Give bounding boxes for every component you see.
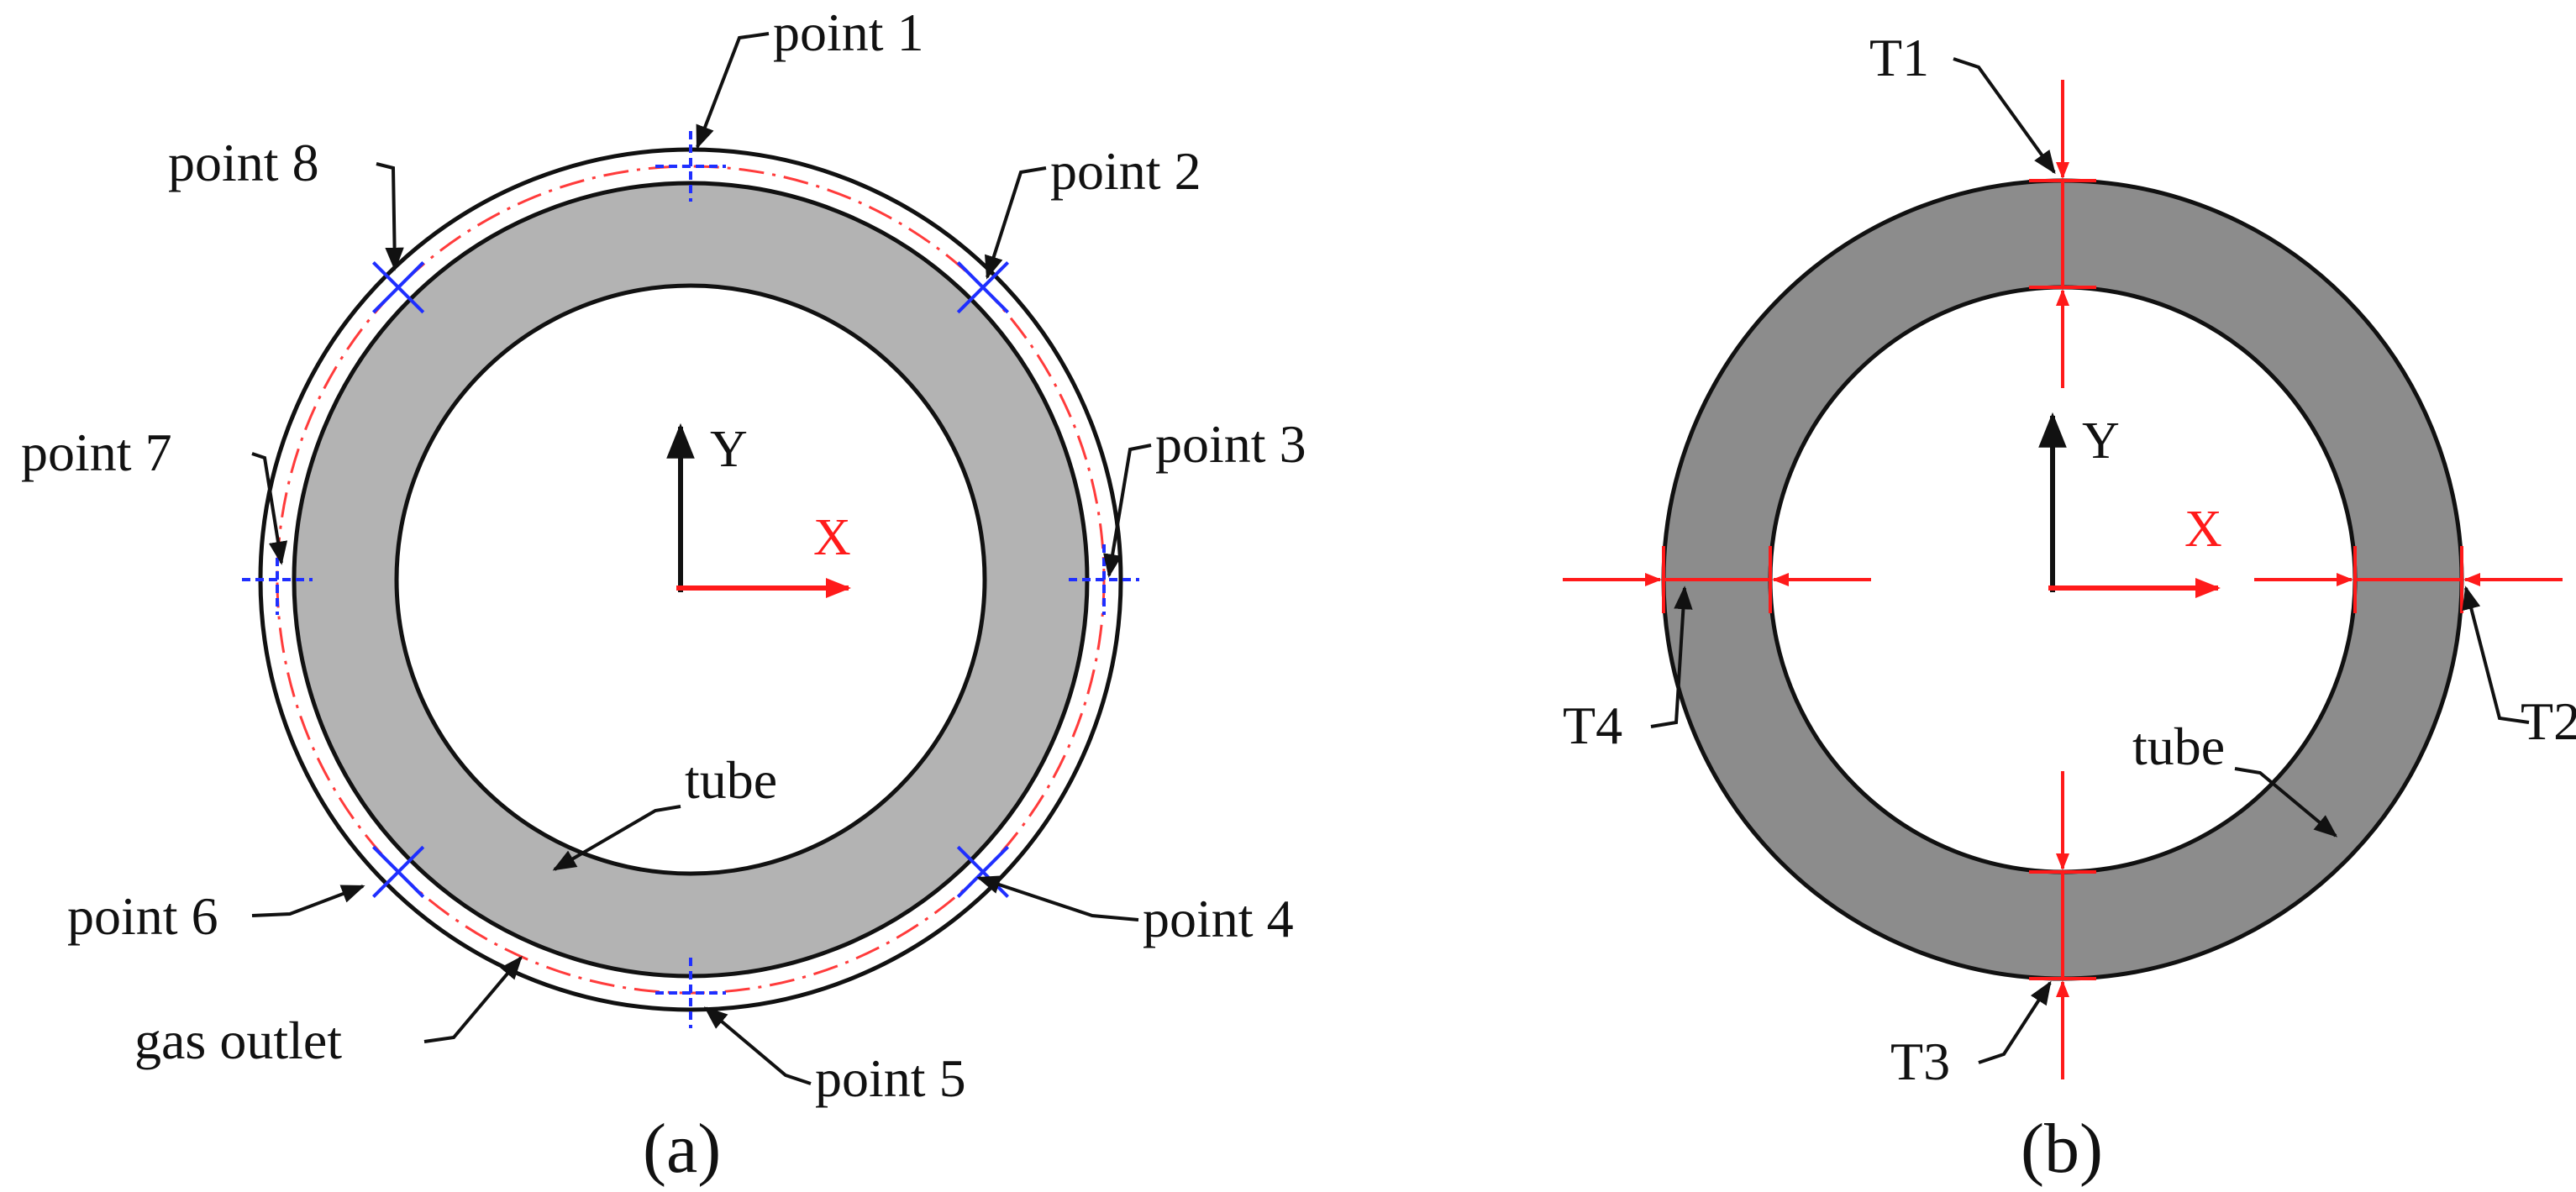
leader-t4 (1650, 585, 1693, 728)
label-point-5: point 5 (815, 1048, 966, 1108)
tube-bore-a (394, 283, 987, 876)
leader-point-6 (251, 885, 365, 917)
marker-p7 (242, 544, 313, 615)
y-axis-label-b: Y (2082, 412, 2120, 470)
leader-point-4 (976, 875, 1139, 922)
leader-t2 (2462, 585, 2530, 724)
label-t3: T3 (1890, 1032, 1950, 1091)
leader-tube-b (2234, 767, 2338, 838)
label-t1: T1 (1869, 28, 1929, 87)
point-markers (242, 131, 1139, 1028)
leader-t3 (1978, 980, 2052, 1064)
marker-p5 (655, 958, 726, 1028)
leader-point-7 (251, 452, 288, 565)
label-point-1: point 1 (773, 3, 924, 62)
label-tube-b: tube (2132, 717, 2225, 776)
label-gas-outlet: gas outlet (134, 1011, 342, 1070)
label-point-6: point 6 (67, 886, 218, 946)
label-point-2: point 2 (1050, 141, 1201, 201)
leaders-b (1650, 57, 2530, 1064)
dimension-t2 (2254, 546, 2563, 613)
label-point-7: point 7 (21, 423, 172, 482)
x-axis-label-a: X (813, 509, 851, 566)
dimension-t4 (1563, 546, 1871, 613)
panel-a: Y X point 1 point 2 point 3 point 4 poin… (21, 3, 1306, 1188)
leader-point-1 (696, 32, 770, 150)
marker-p8 (371, 260, 425, 314)
leader-gas-outlet (423, 955, 523, 1043)
label-point-4: point 4 (1143, 889, 1294, 948)
marker-p3 (1069, 544, 1139, 615)
leader-tube-a (552, 805, 681, 871)
label-t2: T2 (2521, 691, 2576, 751)
caption-a: (a) (643, 1110, 721, 1188)
label-tube-a: tube (685, 750, 777, 810)
panel-b: Y X T1 T2 T3 T4 tube (b) (1563, 28, 2576, 1188)
dimension-t1 (2029, 80, 2096, 388)
leader-point-5 (703, 1006, 812, 1085)
marker-p6 (371, 845, 425, 899)
thickness-dimensions (1563, 80, 2563, 1079)
leader-point-3 (1103, 444, 1152, 578)
marker-p1 (655, 131, 726, 202)
label-point-3: point 3 (1155, 414, 1306, 474)
label-t4: T4 (1563, 696, 1622, 755)
label-point-8: point 8 (168, 133, 319, 192)
y-axis-label-a: Y (710, 421, 748, 478)
leader-t1 (1953, 57, 2056, 175)
leader-point-8 (376, 162, 404, 271)
leaders-a (251, 32, 1152, 1085)
caption-b: (b) (2021, 1110, 2103, 1188)
dimension-t3 (2029, 771, 2096, 1079)
leader-point-2 (985, 166, 1047, 280)
x-axis-label-b: X (2184, 501, 2222, 558)
